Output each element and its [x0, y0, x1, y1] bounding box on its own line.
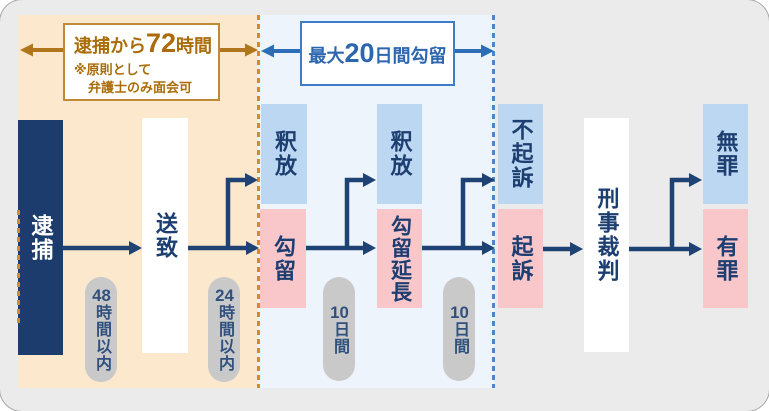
- arrow-trial-to-not-guilty: [669, 177, 690, 249]
- duration-unit: 日間: [451, 320, 468, 355]
- node-release-1: 釈放: [261, 104, 307, 204]
- node-trial: 刑事裁判: [584, 118, 629, 352]
- arrest-72h-label-box: 逮捕から72時間 ※原則として 弁護士のみ面会可: [63, 23, 220, 101]
- duration-unit: 時間以内: [93, 304, 110, 372]
- max-20days-label-box: 最大20日間勾留: [300, 21, 455, 86]
- node-non-indictment: 不起訴: [498, 104, 543, 204]
- node-arrest: 逮捕: [18, 120, 63, 355]
- duration-pill-10days-1: 10日間: [323, 277, 355, 381]
- duration-number: 24: [215, 287, 234, 304]
- node-release-2: 釈放: [377, 104, 422, 204]
- lawyer-note-line2: 弁護士のみ面会可: [88, 80, 193, 95]
- duration-unit: 時間以内: [216, 304, 233, 372]
- node-detention: 勾留: [260, 209, 306, 308]
- lawyer-note-line1: ※原則として: [74, 62, 152, 77]
- duration-unit: 日間: [331, 320, 348, 355]
- duration-pill-24h: 24時間以内: [208, 277, 240, 382]
- max-20days-label: 最大20日間勾留: [308, 38, 447, 68]
- node-referral: 送致: [142, 118, 188, 353]
- duration-number: 10: [450, 303, 469, 321]
- arrest-72h-label: 逮捕から72時間: [74, 28, 213, 58]
- hours-72-number: 72: [146, 28, 177, 58]
- node-not-guilty: 無罪: [703, 104, 748, 204]
- days-20-number: 20: [344, 38, 375, 68]
- duration-pill-48h: 48時間以内: [85, 277, 117, 382]
- node-indictment: 起訴: [498, 209, 543, 308]
- node-detention-extension: 勾留延長: [377, 209, 422, 308]
- duration-number: 10: [330, 303, 349, 321]
- duration-number: 48: [92, 287, 111, 304]
- duration-pill-10days-2: 10日間: [443, 277, 475, 381]
- node-guilty: 有罪: [703, 209, 748, 308]
